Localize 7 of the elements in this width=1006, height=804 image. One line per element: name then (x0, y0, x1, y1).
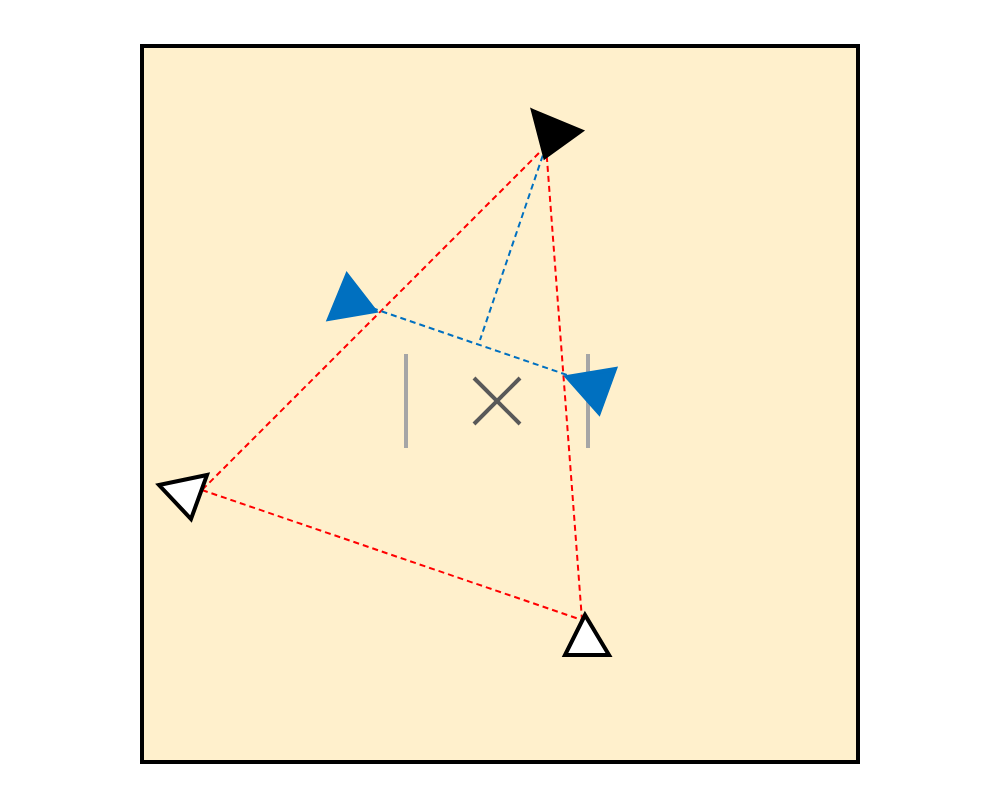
triangle-marker (325, 271, 377, 321)
dashed-line (201, 489, 583, 621)
triangle-marker (561, 611, 611, 657)
triangle-marker (563, 365, 617, 415)
triangle-marker (155, 471, 209, 521)
triangle-marker (529, 107, 583, 159)
dashed-line (371, 307, 571, 377)
